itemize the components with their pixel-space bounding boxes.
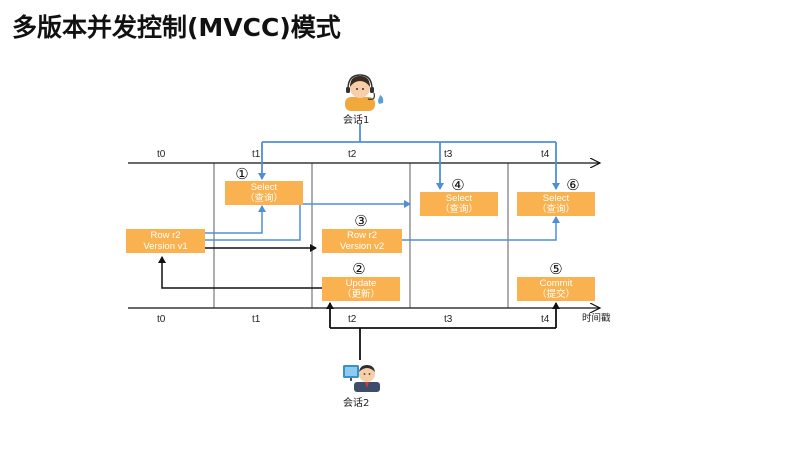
row-r2-version-v2-box: Row r2 Version v2	[322, 229, 402, 253]
commit-box: Commit （提交）	[517, 277, 595, 301]
office-worker-icon	[343, 365, 380, 392]
session2-label: 会话2	[343, 398, 370, 409]
time-label-bottom-t1: t1	[252, 314, 261, 325]
box-line: （更新）	[341, 289, 380, 300]
update-box: Update （更新）	[322, 277, 400, 301]
time-axis-label: 时间戳	[582, 313, 611, 324]
time-label-bottom-t2: t2	[348, 314, 357, 325]
time-label-top-t2: t2	[348, 149, 357, 160]
box-line: （查询）	[244, 193, 283, 204]
box-line: Row r2	[346, 230, 378, 241]
select-box-6: Select （查询）	[517, 192, 595, 216]
box-line: （查询）	[439, 204, 478, 215]
arrow-update-to-v1	[158, 256, 322, 289]
arrow-v1-to-select4	[205, 200, 411, 241]
select-box-1: Select （查询）	[225, 181, 303, 205]
box-line: Select	[542, 193, 570, 204]
arrow-v2-to-select6	[402, 216, 560, 241]
step-2-marker: ②	[352, 261, 366, 278]
step-3-marker: ③	[354, 213, 368, 230]
box-line: Row r2	[150, 230, 181, 241]
step-1-marker: ①	[235, 166, 249, 183]
row-r2-version-v1-box: Row r2 Version v1	[126, 229, 205, 253]
step-4-marker: ④	[451, 177, 465, 194]
box-line: （查询）	[536, 204, 575, 215]
box-line: Version v2	[339, 241, 385, 252]
step-5-marker: ⑤	[549, 261, 563, 278]
box-line: Update	[345, 278, 377, 289]
time-label-top-t4: t4	[541, 149, 550, 160]
time-label-bottom-t3: t3	[444, 314, 453, 325]
box-line: Version v1	[143, 241, 188, 252]
session1-label: 会话1	[343, 115, 370, 126]
box-line: Commit	[539, 278, 573, 289]
page-title: 多版本并发控制(MVCC)模式	[12, 13, 341, 42]
time-label-top-t1: t1	[252, 149, 261, 160]
step-6-marker: ⑥	[566, 177, 580, 194]
time-label-bottom-t0: t0	[157, 314, 166, 325]
select-box-4: Select （查询）	[420, 192, 498, 216]
time-label-top-t3: t3	[444, 149, 453, 160]
box-line: Select	[250, 182, 278, 193]
customer-service-agent-icon	[345, 74, 384, 111]
time-label-bottom-t4: t4	[541, 314, 550, 325]
arrow-v1-to-select1	[205, 205, 266, 234]
box-line: Select	[445, 193, 473, 204]
time-label-top-t0: t0	[157, 149, 166, 160]
box-line: （提交）	[536, 289, 575, 300]
